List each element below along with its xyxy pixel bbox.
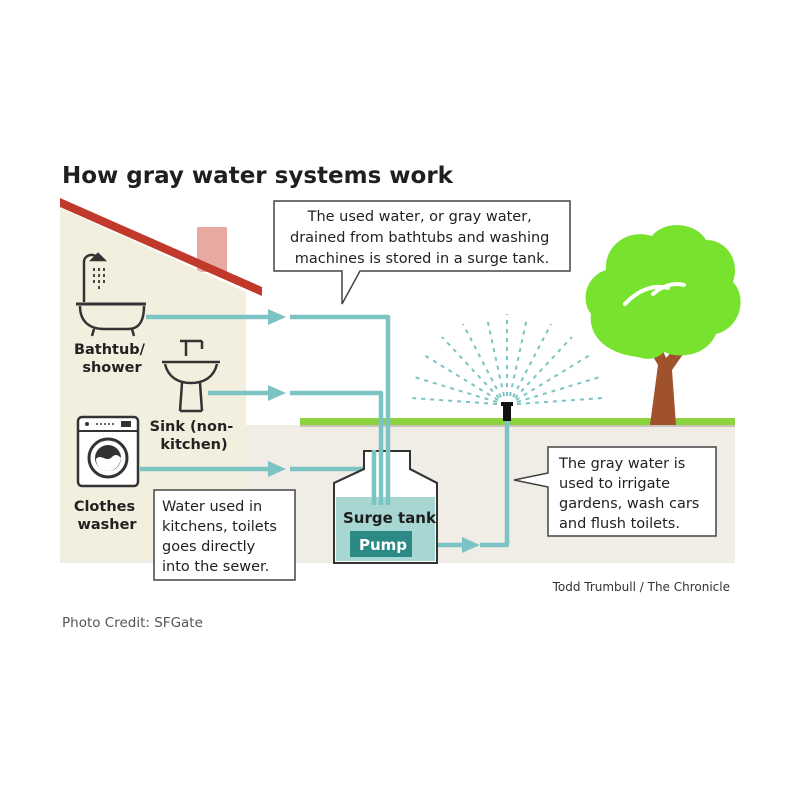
callout-stored: The used water, or gray water, drained f… <box>273 200 571 305</box>
callout-irrigate-line4: and flush toilets. <box>559 516 680 532</box>
page-title: How gray water systems work <box>62 163 454 189</box>
arrow-bathtub <box>268 309 286 325</box>
tree-icon <box>585 225 741 425</box>
label-bathtub-line2: shower <box>82 360 142 376</box>
sprinkler-icon <box>501 402 513 421</box>
label-bathtub: Bathtub/ shower <box>74 342 150 376</box>
photo-credit: Photo Credit: SFGate <box>62 615 203 631</box>
arrow-washer <box>268 461 286 477</box>
grass-strip <box>300 418 735 425</box>
grass-strip-under <box>300 425 735 427</box>
callout-stored-line3: machines is stored in a surge tank. <box>295 251 549 267</box>
callout-kitchen-line1: Water used in <box>162 499 262 515</box>
arrow-pump <box>462 537 480 553</box>
label-washer-line2: washer <box>77 517 137 533</box>
callout-irrigate-line3: gardens, wash cars <box>559 496 699 512</box>
callout-kitchen-line4: into the sewer. <box>162 559 269 575</box>
label-sink-line2: kitchen) <box>160 437 227 453</box>
pipe-to-sprinkler <box>480 412 510 548</box>
callout-irrigate-text: The gray water is used to irrigate garde… <box>558 456 704 532</box>
surge-tank: Surge tank Pump <box>333 450 438 564</box>
label-bathtub-line1: Bathtub/ <box>74 342 146 358</box>
washing-machine-icon <box>76 415 140 488</box>
roof <box>60 198 262 296</box>
pipe-bathtub-to-tank <box>290 314 391 502</box>
pipes <box>140 309 510 553</box>
pump-box <box>350 531 412 557</box>
callout-kitchen: Water used in kitchens, toilets goes dir… <box>153 489 296 581</box>
label-washer: Clothes washer <box>74 499 140 533</box>
callout-stored-line1: The used water, or gray water, <box>307 209 532 225</box>
callout-irrigate: The gray water is used to irrigate garde… <box>513 446 717 537</box>
surge-tank-label: Surge tank <box>343 509 437 527</box>
sink-icon <box>162 339 220 413</box>
callout-kitchen-line3: goes directly <box>162 539 256 555</box>
pump-label: Pump <box>359 536 407 554</box>
callout-irrigate-line2: used to irrigate <box>559 476 670 492</box>
bathtub-shower-icon <box>76 252 146 337</box>
label-sink: Sink (non- kitchen) <box>150 419 239 453</box>
callout-kitchen-line2: kitchens, toilets <box>162 519 277 535</box>
arrow-sink <box>268 385 286 401</box>
callout-stored-text: The used water, or gray water, drained f… <box>290 209 554 267</box>
callout-kitchen-text: Water used in kitchens, toilets goes dir… <box>162 499 282 575</box>
sprinkler-spray <box>409 314 605 405</box>
artist-credit: Todd Trumbull / The Chronicle <box>552 580 730 594</box>
callout-stored-line2: drained from bathtubs and washing <box>290 230 549 246</box>
label-washer-line1: Clothes <box>74 499 135 515</box>
callout-irrigate-line1: The gray water is <box>558 456 685 472</box>
label-sink-line1: Sink (non- <box>150 419 234 435</box>
pipe-tank-inlets <box>371 450 391 505</box>
